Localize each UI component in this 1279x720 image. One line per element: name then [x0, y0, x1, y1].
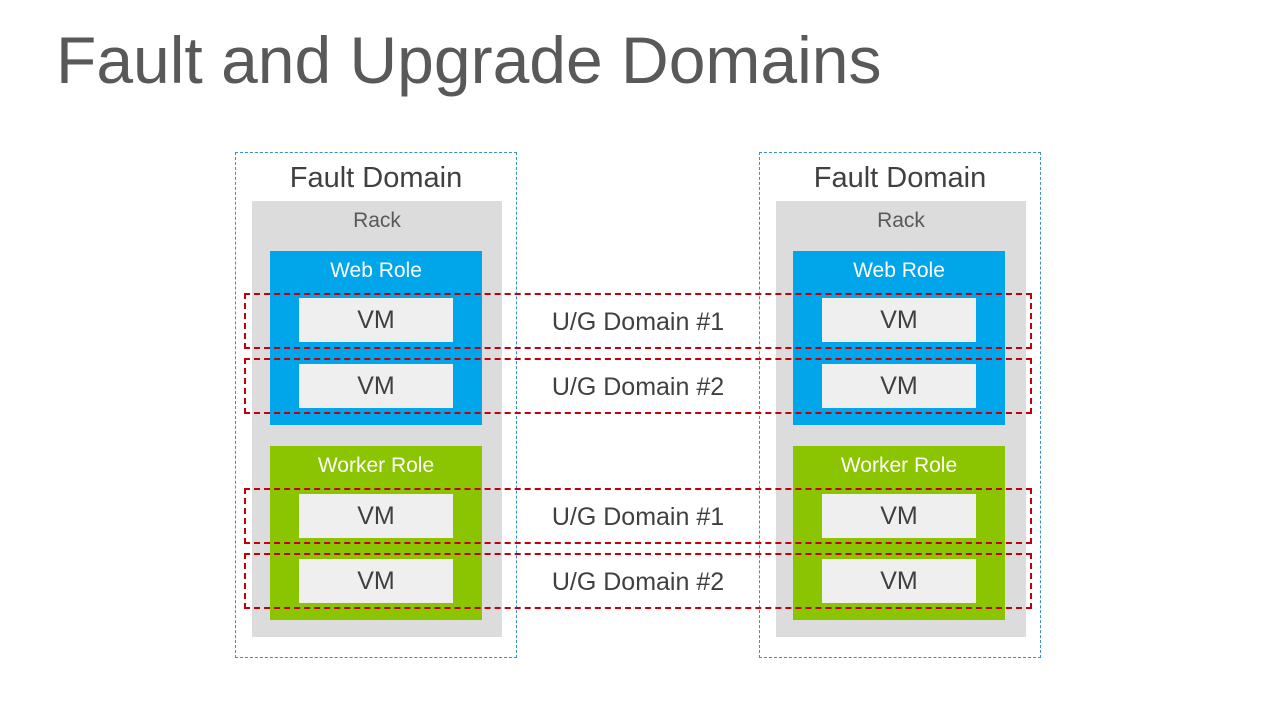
web-role-left-label: Web Role	[330, 259, 422, 282]
fault-domain-left	[235, 152, 517, 658]
slide-title: Fault and Upgrade Domains	[56, 23, 882, 97]
rack-left-label: Rack	[353, 209, 401, 232]
ug-domain-worker-2	[244, 553, 1032, 609]
worker-role-left-label: Worker Role	[317, 454, 435, 477]
fault-domain-left-label: Fault Domain	[289, 162, 463, 194]
ug-domain-worker-2-label: U/G Domain #2	[551, 568, 725, 596]
vm-worker-left-2: VM	[299, 559, 453, 603]
fault-domain-right	[759, 152, 1041, 658]
ug-domain-web-1	[244, 293, 1032, 349]
web-role-right-label: Web Role	[853, 259, 945, 282]
worker-role-right-label: Worker Role	[840, 454, 958, 477]
vm-web-right-1: VM	[822, 298, 976, 342]
ug-domain-web-2-label: U/G Domain #2	[551, 373, 725, 401]
ug-domain-worker-1-label: U/G Domain #1	[551, 503, 725, 531]
vm-worker-right-2: VM	[822, 559, 976, 603]
ug-domain-web-1-label: U/G Domain #1	[551, 308, 725, 336]
ug-domain-web-2	[244, 358, 1032, 414]
vm-web-left-1: VM	[299, 298, 453, 342]
vm-worker-right-1: VM	[822, 494, 976, 538]
rack-right-label: Rack	[877, 209, 925, 232]
vm-web-right-2: VM	[822, 364, 976, 408]
ug-domain-worker-1	[244, 488, 1032, 544]
vm-worker-left-1: VM	[299, 494, 453, 538]
fault-domain-right-label: Fault Domain	[813, 162, 987, 194]
vm-web-left-2: VM	[299, 364, 453, 408]
